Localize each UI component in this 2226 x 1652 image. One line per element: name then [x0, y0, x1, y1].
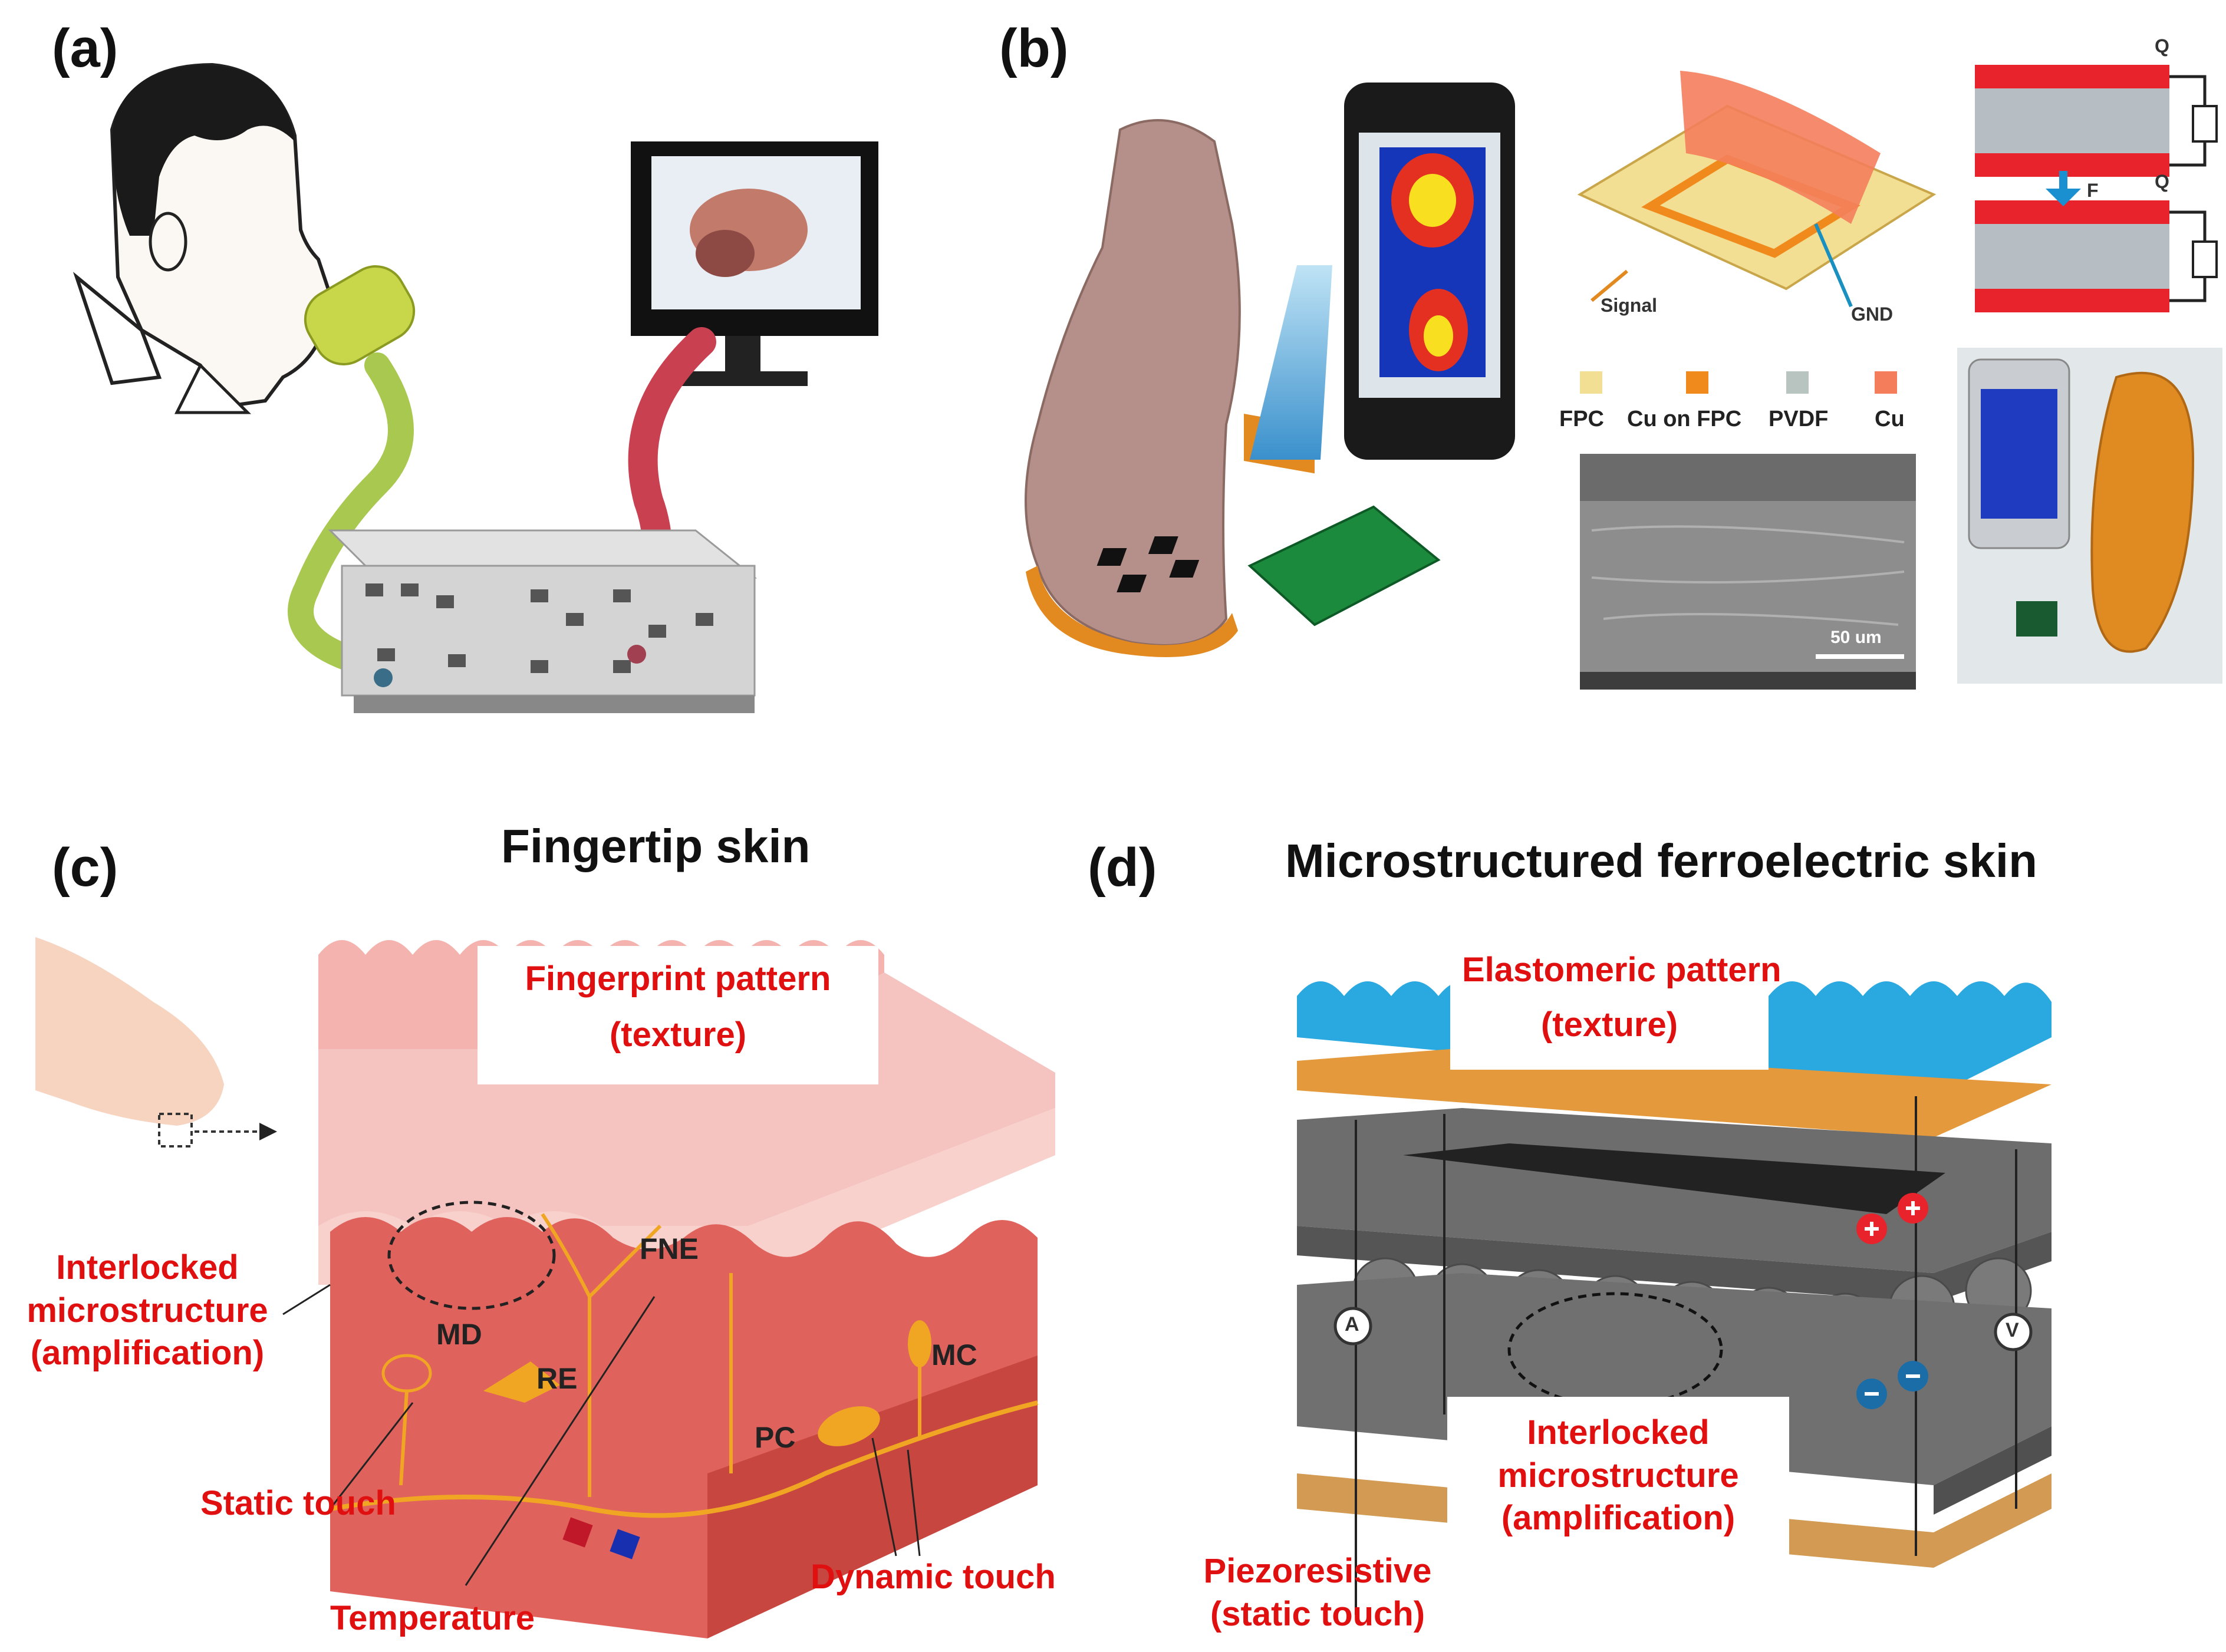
panel-d-title: Microstructured ferroelectric skin [1285, 835, 2037, 887]
force-label: F [2087, 180, 2099, 201]
wireless-beam [1250, 265, 1332, 460]
temperature-label: Temperature [330, 1599, 535, 1637]
ear [149, 212, 187, 272]
phone [1344, 83, 1515, 460]
analyzer-device [328, 529, 758, 713]
interlocked-c-label: Interlocked microstructure (amplificatio… [27, 1248, 268, 1372]
material-legend [1580, 371, 1897, 394]
fingerprint-pattern-label: Fingerprint pattern (texture) [525, 959, 831, 1054]
nerve-line [330, 1400, 1038, 1518]
interlocked-d-label-box [1447, 1397, 1789, 1574]
re-receptor [483, 1361, 560, 1403]
charge-indicators [1856, 1193, 1928, 1409]
panel-b-illustration [1025, 65, 2222, 690]
panel-letter-d: (d) [1088, 837, 1157, 898]
insole [1026, 566, 1238, 657]
collar [73, 272, 162, 385]
interlocked-d-label: Interlocked microstructure (amplificatio… [1497, 1413, 1739, 1537]
legend-label-fpc: FPC [1559, 407, 1604, 431]
legend-swatch-cu [1875, 371, 1897, 394]
charge-label-bottom: Q [2155, 171, 2169, 192]
receptor-fne: FNE [640, 1232, 699, 1265]
monitor [631, 141, 878, 386]
hair [112, 65, 295, 236]
scale-bar [1816, 654, 1904, 659]
gnd-label: GND [1851, 304, 1894, 325]
ammeter [1333, 1307, 1372, 1346]
charge-label-top: Q [2155, 35, 2169, 57]
breathing-tube [288, 265, 416, 673]
panel-a-illustration [73, 62, 878, 713]
ammeter-label: A [1345, 1313, 1359, 1336]
charge-schematic-bottom [1975, 171, 2218, 312]
legend-label-pvdf: PVDF [1769, 407, 1829, 431]
finger [35, 937, 224, 1126]
charge-schematic-top [1975, 65, 2218, 177]
legend-swatch-fpc [1580, 371, 1602, 394]
pc-receptor [818, 1406, 880, 1446]
legend-swatch-pvdf [1786, 371, 1809, 394]
legend-swatch-cu-on-fpc [1686, 371, 1708, 394]
panel-letter-c: (c) [52, 837, 118, 898]
scale-bar-label: 50 um [1830, 628, 1882, 647]
voltmeter-label: V [2006, 1319, 2019, 1341]
panel-letter-a: (a) [52, 18, 118, 78]
mc-receptor [908, 1320, 931, 1367]
pcb [1096, 505, 1441, 626]
panel-letter-b: (b) [999, 18, 1069, 78]
receptor-mc: MC [931, 1338, 977, 1371]
insole-photo [1957, 348, 2222, 684]
receptor-md: MD [436, 1318, 482, 1351]
elastomeric-label-box [1450, 937, 1769, 1070]
sem-micrograph [1580, 454, 1916, 690]
panel-c-title: Fingertip skin [501, 820, 811, 872]
interlock-circle-c [387, 1201, 556, 1310]
foot [1025, 119, 1241, 647]
dynamic-touch-label: Dynamic touch [811, 1558, 1056, 1596]
signal-label: Signal [1601, 295, 1658, 316]
receptor-pc: PC [755, 1421, 796, 1454]
legend-label-cu: Cu [1875, 407, 1905, 431]
voltmeter [1994, 1313, 2033, 1351]
elastomeric-pattern-label: Elastomeric pattern (texture) [1462, 951, 1782, 1044]
static-touch-label: Static touch [200, 1484, 396, 1522]
piezoresistive-label: Piezoresistive (static touch) [1203, 1552, 1432, 1633]
md-receptor [381, 1354, 432, 1393]
fingerprint-label-box [478, 946, 878, 1084]
legend-label-cu-on-fpc: Cu on FPC [1627, 407, 1742, 431]
top-electrode [1297, 1049, 2052, 1137]
receptor-re: RE [536, 1362, 578, 1395]
sensor-layer-stack [1577, 71, 1937, 308]
